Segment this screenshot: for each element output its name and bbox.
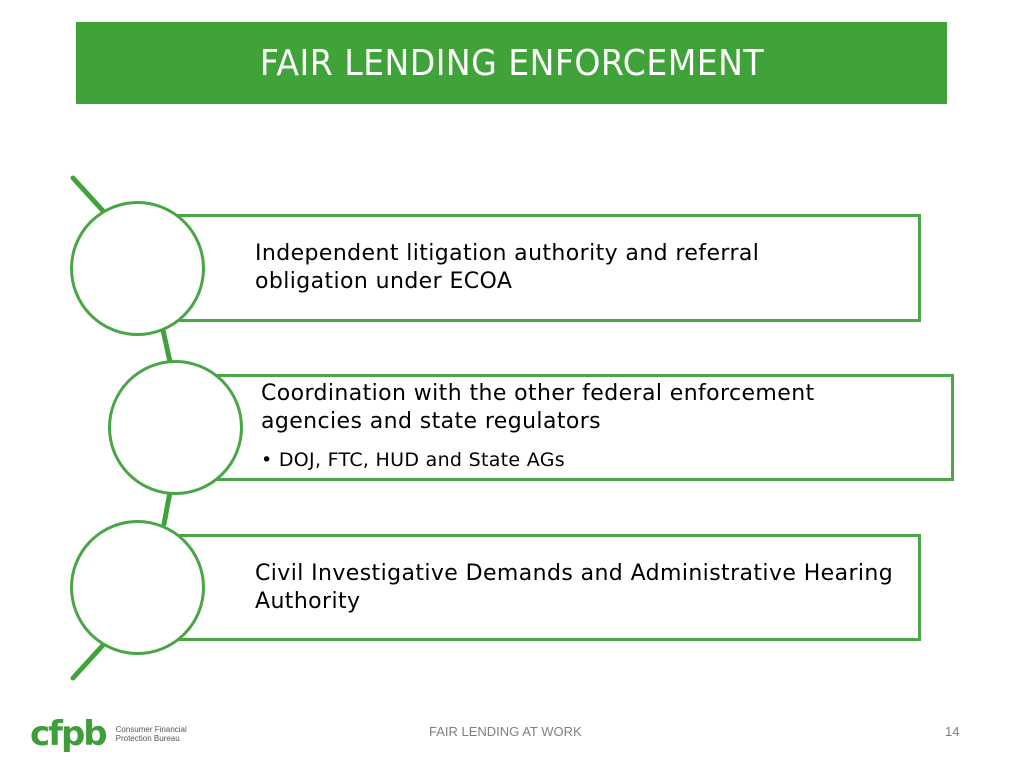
item-box-1	[137, 214, 921, 322]
item-circle-3	[70, 520, 205, 655]
cfpb-logo: cfpb Consumer Financial Protection Burea…	[30, 714, 187, 754]
item-text-1: Independent litigation authority and ref…	[255, 241, 760, 294]
title-bar: FAIR LENDING ENFORCEMENT	[76, 22, 947, 104]
item-box-2	[176, 374, 954, 481]
item-2-bullet-1: • DOJ, FTC, HUD and State AGs	[261, 449, 565, 471]
item-circle-1	[70, 201, 205, 336]
page-number: 14	[945, 724, 960, 739]
footer-title: FAIR LENDING AT WORK	[429, 724, 582, 739]
bullet-dot-icon: •	[261, 449, 279, 471]
slide-title: FAIR LENDING ENFORCEMENT	[259, 42, 764, 84]
item-text-3: Civil Investigative Demands and Administ…	[255, 561, 894, 614]
item-text-2: Coordination with the other federal enfo…	[261, 381, 815, 434]
item-circle-2	[108, 360, 243, 495]
cfpb-logo-text: Consumer Financial Protection Bureau	[115, 725, 187, 743]
cfpb-logo-mark: cfpb	[30, 714, 108, 754]
